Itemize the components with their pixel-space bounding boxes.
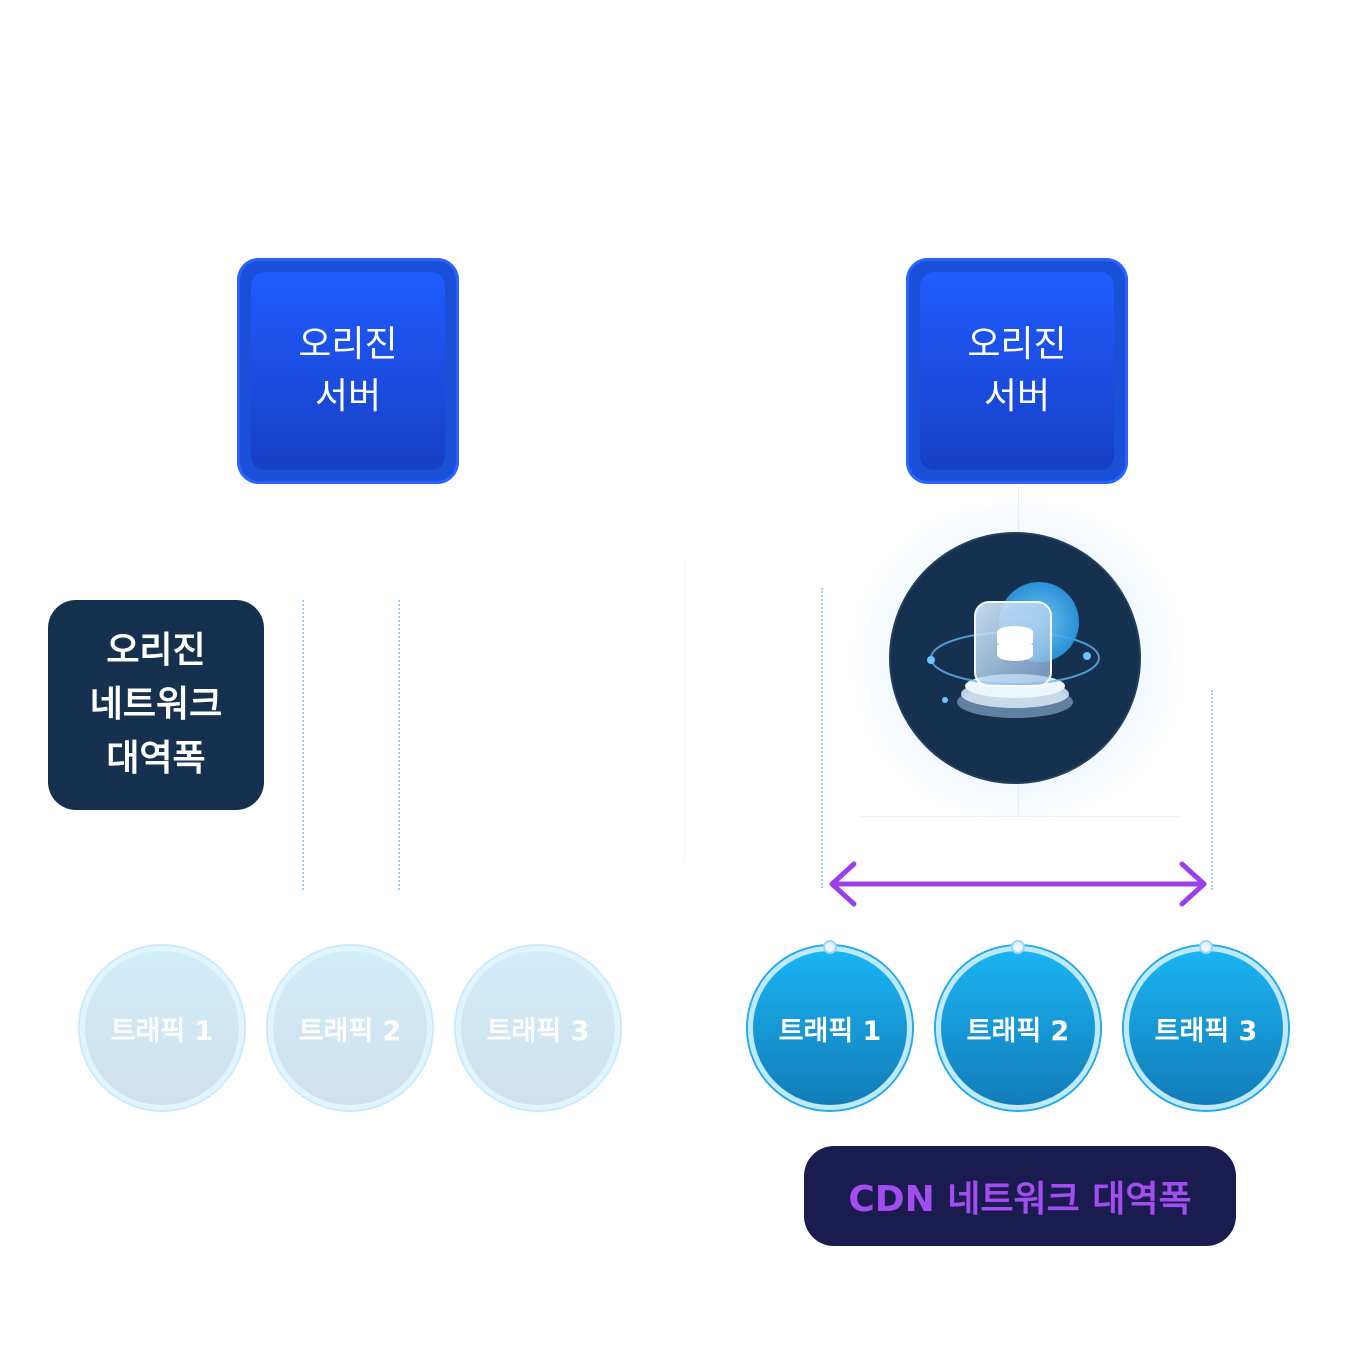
cdn-bandwidth-badge: CDN 네트워크 대역폭 bbox=[804, 1146, 1236, 1246]
cdn-node-label-line2: NODE bbox=[1166, 665, 1226, 700]
cdn-node bbox=[891, 534, 1139, 782]
left-connector-2 bbox=[398, 600, 400, 890]
origin-bandwidth-line1: 오리진 bbox=[106, 630, 206, 671]
origin-server-left-box: 오리진 서버 bbox=[251, 272, 445, 470]
origin-bandwidth-line3: 대역폭 bbox=[106, 738, 206, 779]
cdn-node-label-line1: CDN bbox=[1166, 623, 1226, 658]
left-traffic-3-label: 트래픽 3 bbox=[486, 1015, 590, 1047]
left-traffic-3: 트래픽 3 bbox=[456, 946, 620, 1110]
right-connector-right bbox=[1211, 690, 1213, 890]
right-traffic-2: 트래픽 2 bbox=[936, 946, 1100, 1110]
origin-bandwidth-badge: 오리진 네트워크 대역폭 bbox=[48, 600, 264, 810]
left-connector-1 bbox=[302, 600, 304, 890]
origin-server-left: 오리진 서버 bbox=[237, 258, 459, 484]
origin-server-right-line1: 오리진 bbox=[967, 324, 1067, 365]
center-divider bbox=[684, 560, 685, 860]
node-horizontal-line bbox=[860, 816, 1180, 817]
right-traffic-1: 트래픽 1 bbox=[748, 946, 912, 1110]
right-traffic-3: 트래픽 3 bbox=[1124, 946, 1288, 1110]
left-traffic-1-label: 트래픽 1 bbox=[110, 1015, 214, 1047]
traffic-3-anchor-dot bbox=[1199, 940, 1213, 954]
origin-server-right-line2: 서버 bbox=[983, 376, 1051, 417]
right-traffic-1-label: 트래픽 1 bbox=[778, 1015, 882, 1047]
left-traffic-1: 트래픽 1 bbox=[80, 946, 244, 1110]
traffic-2-anchor-dot bbox=[1011, 940, 1025, 954]
left-traffic-2: 트래픽 2 bbox=[268, 946, 432, 1110]
bandwidth-double-arrow bbox=[829, 861, 1207, 907]
origin-bandwidth-line2: 네트워크 bbox=[89, 684, 223, 725]
traffic-1-anchor-dot bbox=[823, 940, 837, 954]
cdn-bandwidth-label: CDN 네트워크 대역폭 bbox=[848, 1179, 1192, 1220]
origin-server-left-line2: 서버 bbox=[314, 376, 382, 417]
left-traffic-2-label: 트래픽 2 bbox=[298, 1015, 402, 1047]
origin-server-right-box: 오리진 서버 bbox=[920, 272, 1114, 470]
database-icon bbox=[927, 582, 1100, 718]
right-traffic-2-label: 트래픽 2 bbox=[966, 1015, 1070, 1047]
cdn-node-label: CDN NODE bbox=[1166, 620, 1226, 704]
right-traffic-3-label: 트래픽 3 bbox=[1154, 1015, 1258, 1047]
origin-server-left-line1: 오리진 bbox=[298, 324, 398, 365]
right-connector-left bbox=[821, 588, 823, 888]
origin-server-right: 오리진 서버 bbox=[906, 258, 1128, 484]
